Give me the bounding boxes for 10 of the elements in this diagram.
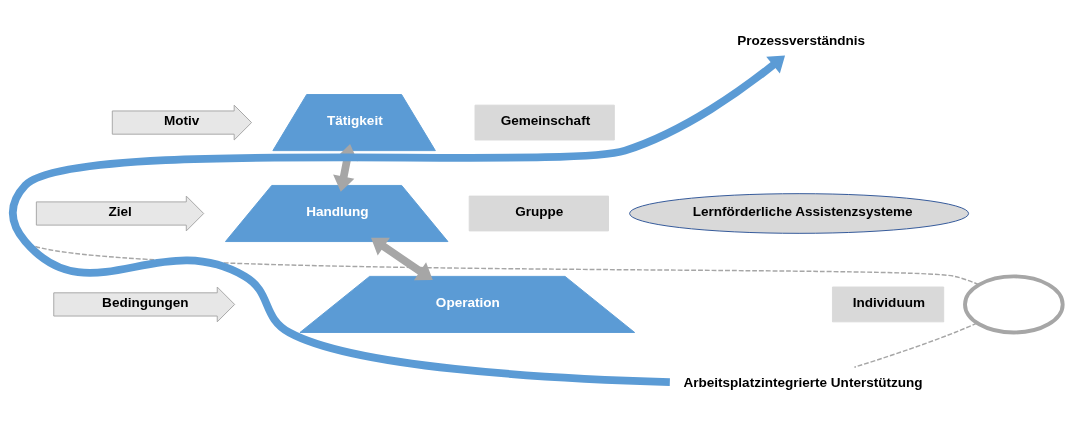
node-text: Arbeitsplatzintegrierte Unterstützung <box>683 375 923 391</box>
arrow <box>9 55 786 386</box>
node-box: Gemeinschaft <box>474 104 615 141</box>
node-ellipse: Lernförderliche Assistenzsysteme <box>629 193 970 234</box>
connector <box>853 322 978 368</box>
node-box: Gruppe <box>468 195 609 232</box>
node-box: Individuum <box>832 286 945 323</box>
node-text: Prozessverständnis <box>737 32 866 48</box>
arrow <box>371 237 433 281</box>
node-ellipse <box>963 274 1065 335</box>
